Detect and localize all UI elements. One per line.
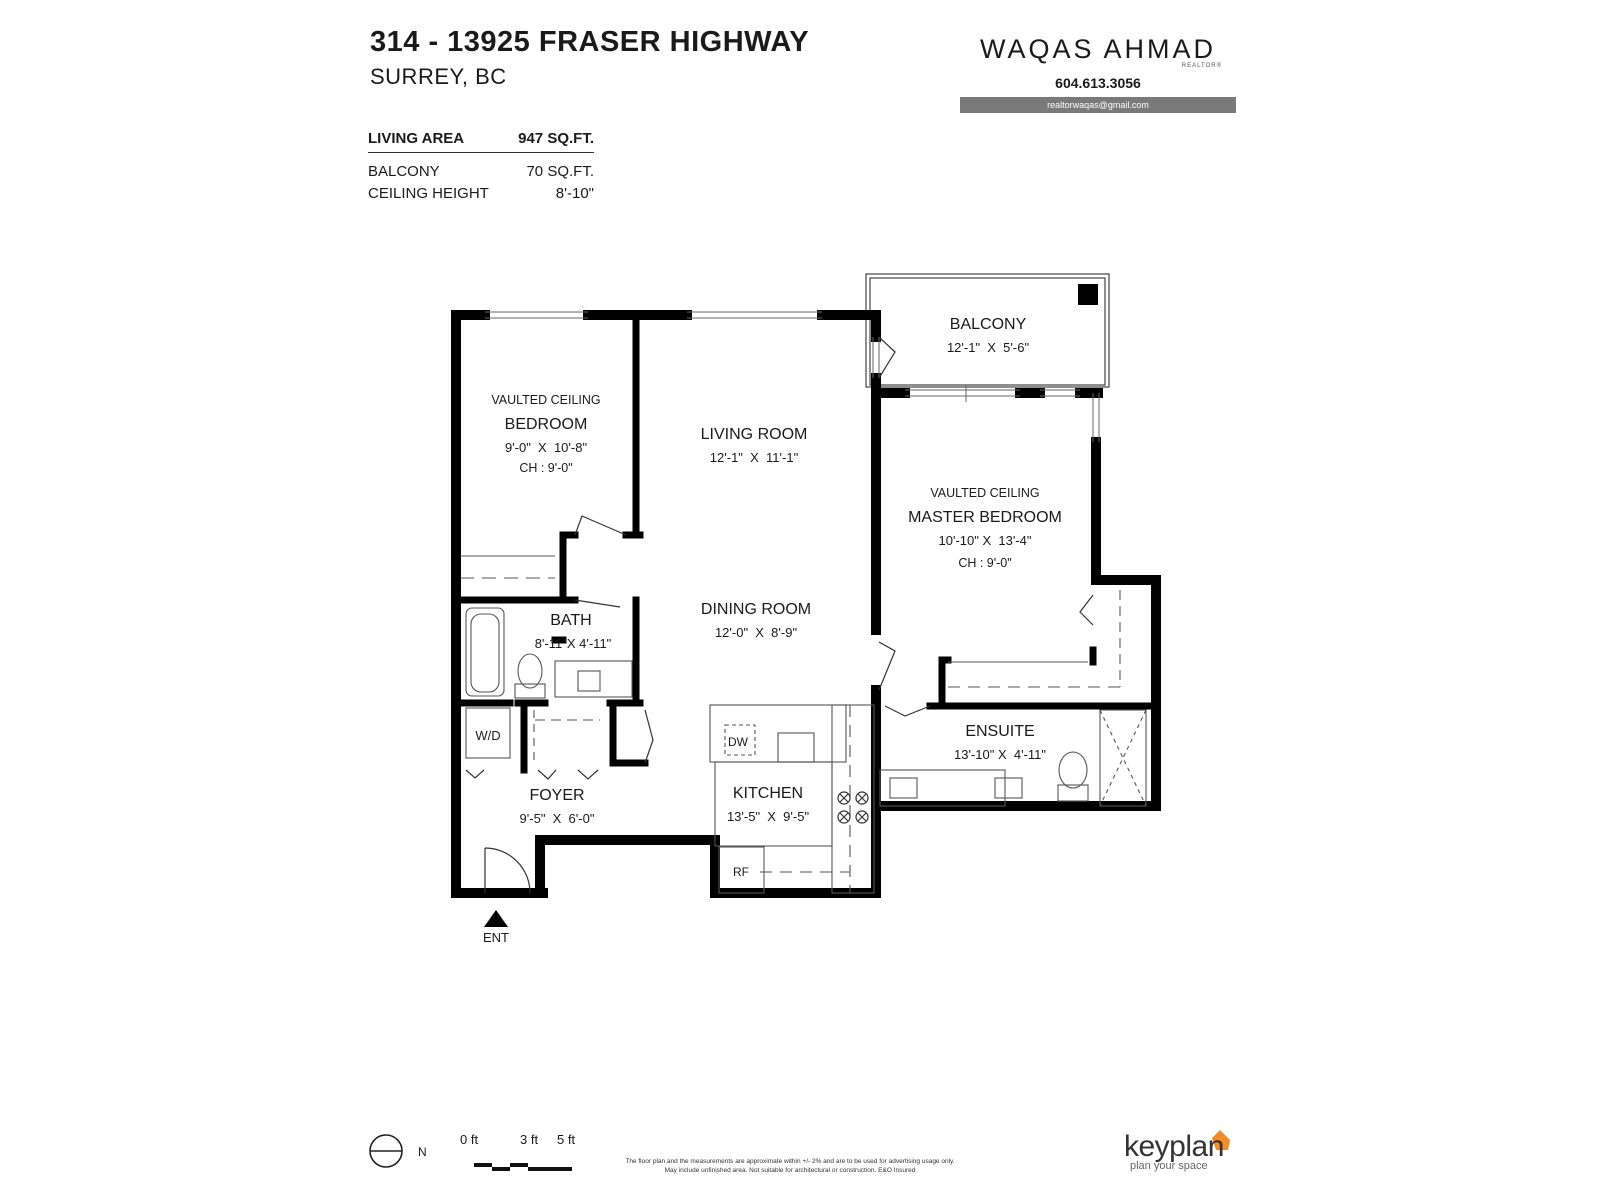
fixture-outlines (460, 555, 1147, 894)
kitchen-label: KITCHEN (733, 785, 803, 802)
bath-label: BATH (550, 612, 591, 629)
disclaimer: The floor plan and the measurements are … (600, 1157, 980, 1175)
disclaimer-line: The floor plan and the measurements are … (625, 1158, 955, 1165)
master-bedroom-dims: 10'-10" X 13'-4" (939, 533, 1032, 548)
dining-room-dims: 12'-0" X 8'-9" (715, 625, 798, 640)
doors (465, 336, 1094, 894)
balcony-label: BALCONY (950, 316, 1027, 333)
stat-value: 70 SQ.FT. (526, 163, 594, 180)
stat-label: CEILING HEIGHT (368, 185, 489, 202)
scale-bar (474, 1163, 572, 1171)
master-bedroom-label: MASTER BEDROOM (908, 509, 1062, 526)
bedroom-dims: 9'-0" X 10'-8" (505, 440, 588, 455)
refrigerator-label: RF (733, 865, 749, 879)
range-burners (837, 791, 869, 824)
keyplan-brand-name: keyplan (1124, 1130, 1224, 1163)
ensuite-dims: 13'-10" X 4'-11" (954, 747, 1046, 762)
stat-row: LIVING AREA 947 SQ.FT. (368, 126, 594, 153)
compass-icon (369, 1134, 403, 1168)
property-city: SURREY, BC (370, 64, 507, 89)
stat-value: 8'-10" (555, 185, 594, 202)
interior-walls (456, 318, 1154, 774)
disclaimer-line: May include unfinished area. Not suitabl… (664, 1167, 916, 1174)
entry-arrow-icon (484, 910, 508, 927)
washer-dryer-label: W/D (475, 728, 500, 743)
compass-north-label: N (418, 1145, 427, 1159)
scale-label: 5 ft (557, 1132, 575, 1147)
realtor-email: realtorwaqas@gmail.com (960, 97, 1236, 113)
keyplan-logo-mark-icon (1212, 1130, 1230, 1150)
bedroom-note: VAULTED CEILING (491, 393, 600, 407)
balcony-dims: 12'-1" X 5'-6" (947, 340, 1030, 355)
windows (485, 311, 1100, 442)
dining-room-label: DINING ROOM (701, 601, 811, 618)
foyer-label: FOYER (529, 787, 584, 804)
realtor-name: WAQAS AHMAD (979, 34, 1217, 64)
keyplan-tagline: plan your space (1130, 1160, 1208, 1172)
stat-label: BALCONY (368, 163, 440, 180)
dishwasher-label: DW (728, 735, 749, 749)
entry-label: ENT (483, 930, 509, 945)
stat-row: CEILING HEIGHT 8'-10" (368, 183, 594, 205)
bedroom-label: BEDROOM (505, 416, 588, 433)
stat-value: 947 SQ.FT. (518, 130, 594, 147)
property-address: 314 - 13925 FRASER HIGHWAY (370, 26, 810, 58)
area-stats: LIVING AREA 947 SQ.FT. BALCONY 70 SQ.FT.… (368, 126, 594, 205)
master-bedroom-note: VAULTED CEILING (930, 486, 1039, 500)
scale-label: 3 ft (520, 1132, 538, 1147)
kitchen-dims: 13'-5" X 9'-5" (727, 809, 810, 824)
keyplan-logo: keyplan plan your space (1124, 1130, 1224, 1172)
living-room-dims: 12'-1" X 11'-1" (710, 450, 799, 465)
bedroom-ceiling-height: CH : 9'-0" (519, 461, 572, 475)
scale-label: 0 ft (460, 1132, 478, 1147)
bath-dims: 8'-11"X 4'-11" (535, 636, 612, 651)
balcony-post (1078, 284, 1098, 305)
stat-label: LIVING AREA (368, 130, 465, 147)
realtor-phone: 604.613.3056 (1055, 75, 1141, 91)
master-bedroom-ceiling-height: CH : 9'-0" (958, 556, 1011, 570)
foyer-dims: 9'-5" X 6'-0" (520, 811, 595, 826)
ensuite-label: ENSUITE (965, 723, 1034, 740)
realtor-branding: WAQAS AHMAD REALTOR® 604.613.3056 realto… (960, 34, 1236, 113)
balcony-outline (865, 273, 1110, 388)
living-room-label: LIVING ROOM (701, 426, 808, 443)
stat-row: BALCONY 70 SQ.FT. (368, 161, 594, 183)
realtor-title: REALTOR® (1181, 63, 1222, 69)
